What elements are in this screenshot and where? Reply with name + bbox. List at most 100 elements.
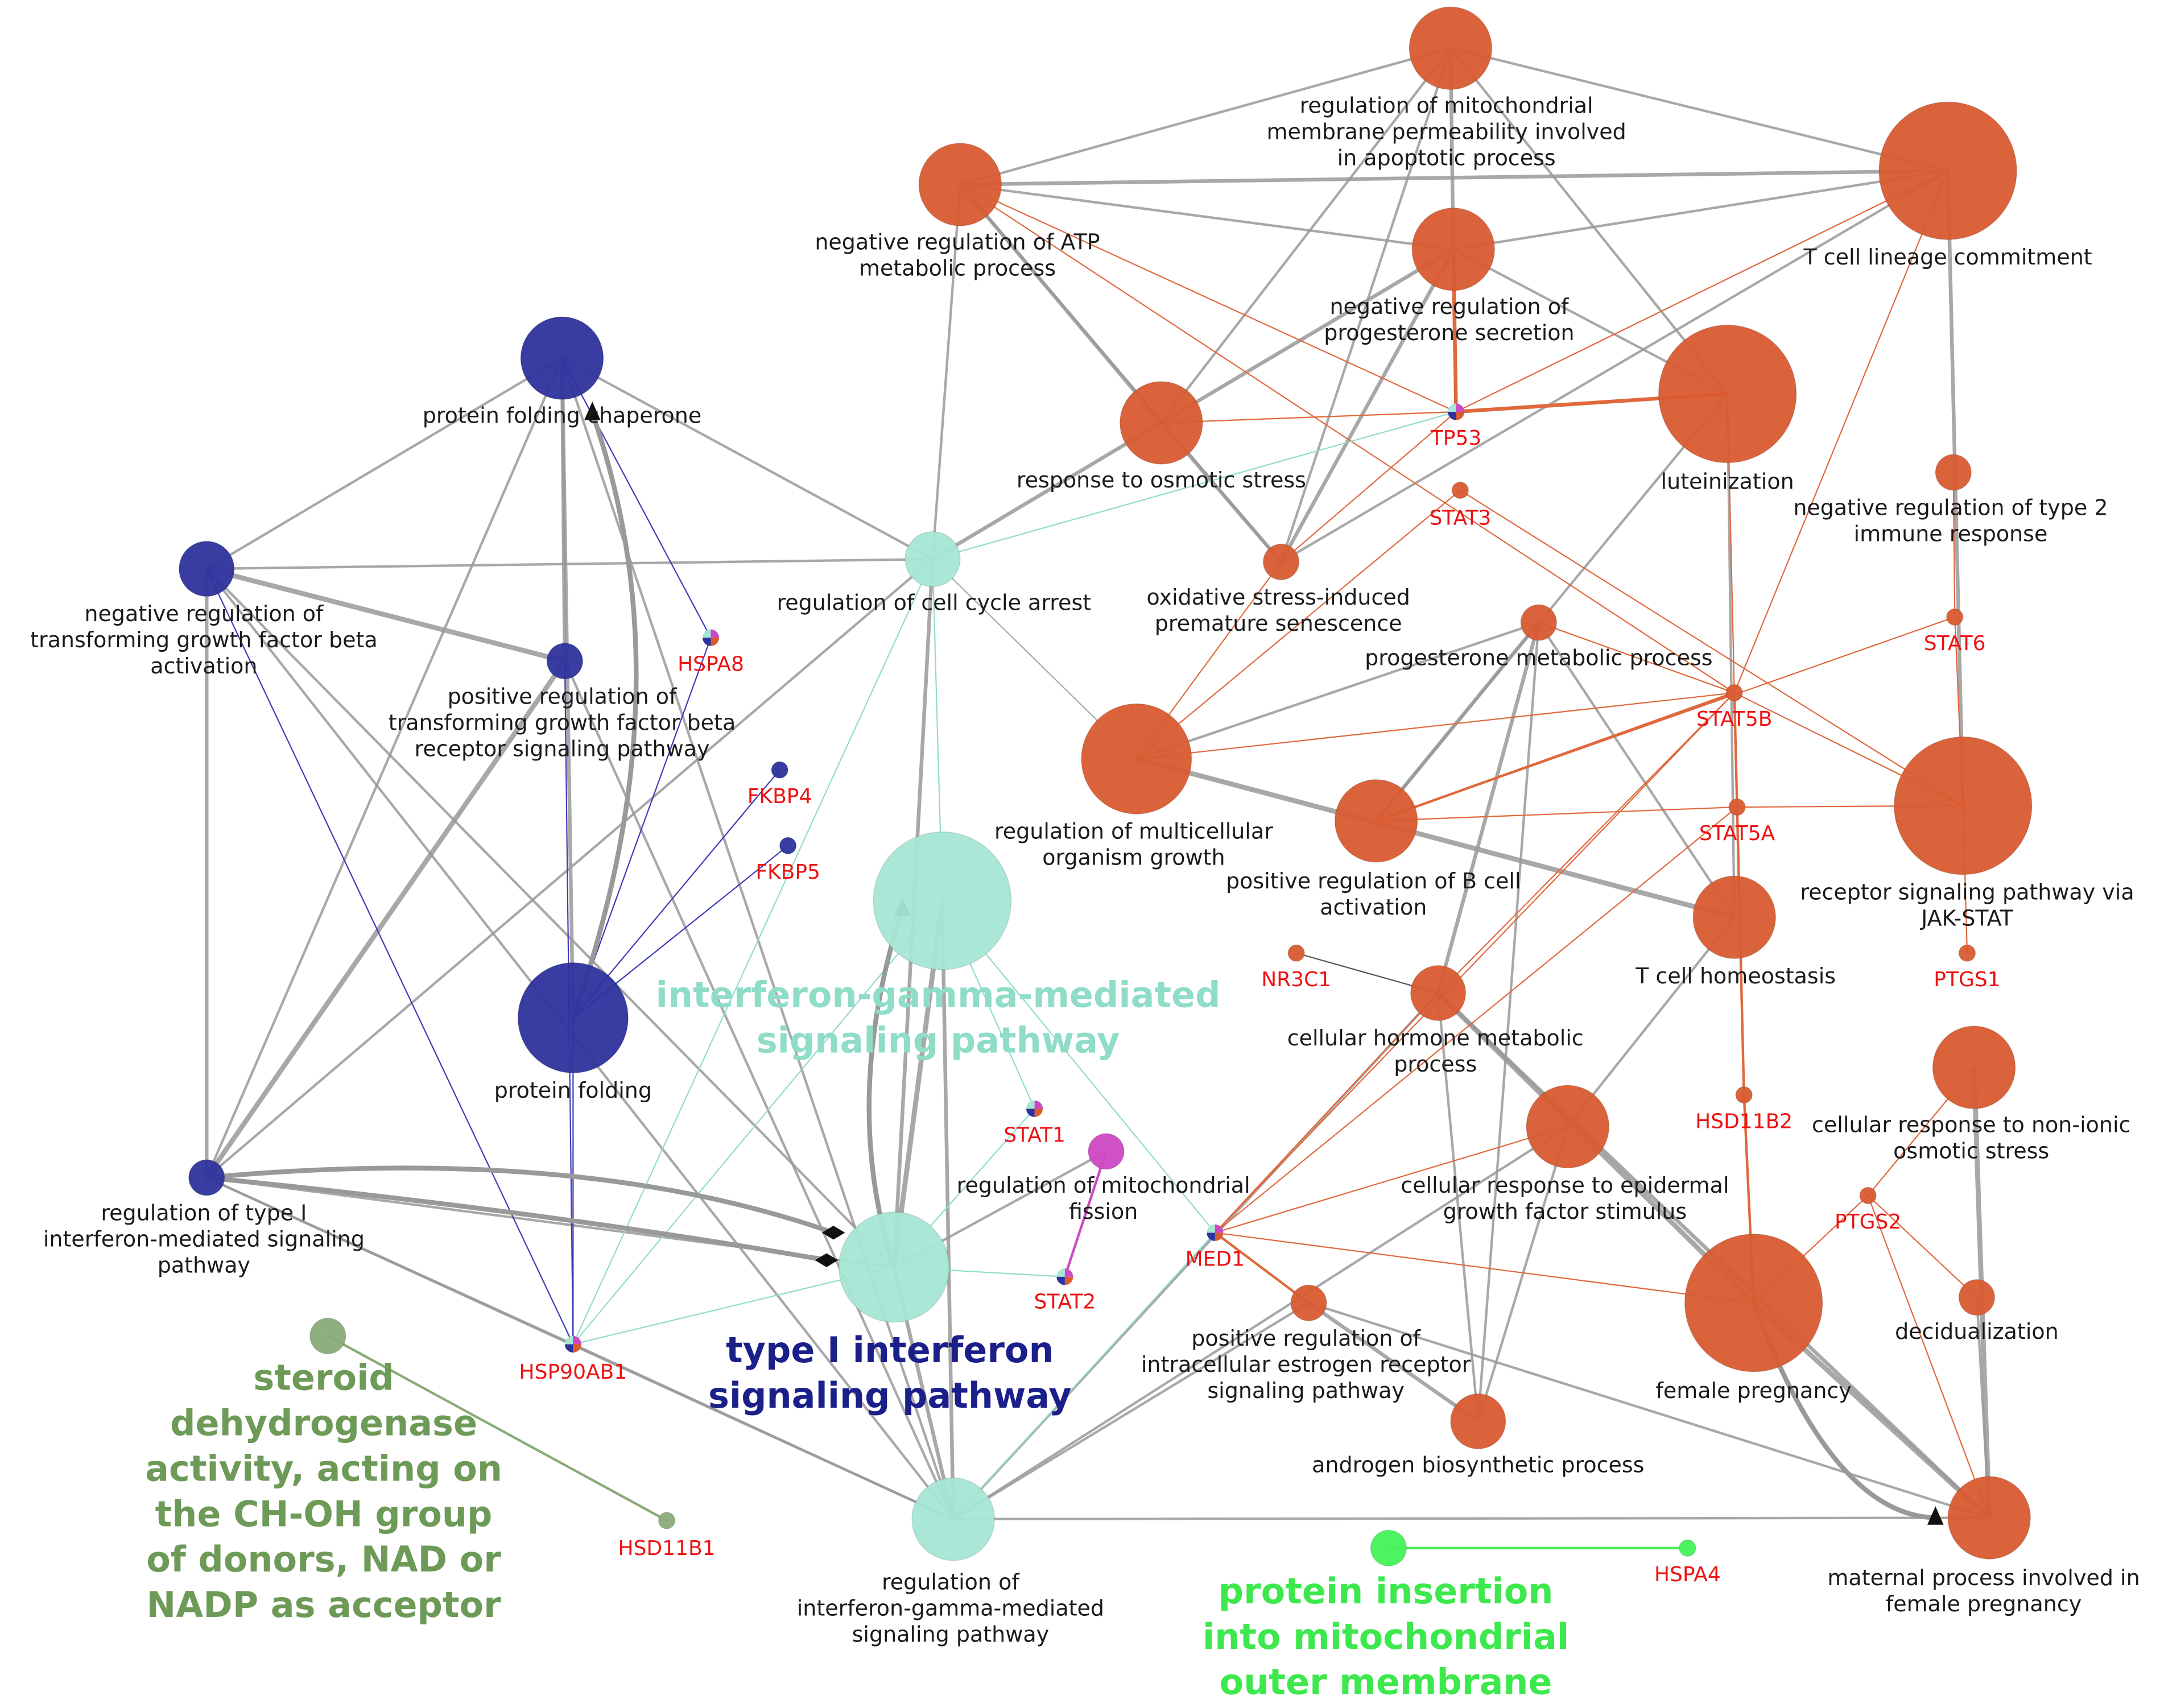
- edge-STAT5A-MED1: [1215, 807, 1738, 1234]
- term-node-type1_node[interactable]: [838, 1211, 950, 1323]
- edge-neg_tgfb-cell_cycle: [206, 557, 933, 570]
- edge-curve-type1-reg: [206, 1165, 835, 1235]
- term-node-cell_hormone[interactable]: [1410, 965, 1467, 1022]
- gene-node-STAT5B[interactable]: [1725, 684, 1744, 702]
- term-node-egf[interactable]: [1526, 1085, 1610, 1169]
- term-node-steroid_node[interactable]: [309, 1317, 346, 1355]
- gene-label-HSD11B2: HSD11B2: [1695, 1110, 1793, 1133]
- gene-label-HSPA8: HSPA8: [678, 652, 744, 676]
- gene-node-HSD11B2[interactable]: [1735, 1086, 1753, 1104]
- edge-multicell-STAT5B: [1136, 692, 1734, 760]
- term-node-jak_stat[interactable]: [1893, 736, 2033, 875]
- term-node-neg_type2[interactable]: [1935, 454, 1972, 491]
- gene-label-STAT3: STAT3: [1429, 507, 1491, 530]
- term-node-pos_estrogen[interactable]: [1290, 1284, 1327, 1322]
- gene-label-STAT2: STAT2: [1034, 1290, 1096, 1313]
- edges: [204, 47, 1992, 1550]
- gene-node-TP53-slice: [1456, 403, 1465, 412]
- edge-prot_fold_chap-HSPA8: [561, 358, 712, 638]
- edge-cell_hormone-androgen: [1436, 992, 1480, 1422]
- gene-node-STAT6[interactable]: [1946, 608, 1964, 626]
- edge-neg_type2-STAT6: [1952, 472, 1956, 617]
- gene-label-HSP90AB1: HSP90AB1: [519, 1360, 627, 1384]
- term-node-insert_node[interactable]: [1370, 1529, 1407, 1567]
- term-label-decidual: decidualization: [1895, 1319, 2059, 1344]
- term-node-androgen[interactable]: [1450, 1393, 1506, 1450]
- gene-node-FKBP5[interactable]: [779, 837, 797, 855]
- term-node-multicell[interactable]: [1081, 703, 1192, 814]
- edge-egf-androgen: [1477, 1126, 1569, 1422]
- edge-reg_ifng-ifng_node: [940, 900, 955, 1520]
- arrowhead: [584, 402, 601, 420]
- gene-node-TP53-slice: [1448, 412, 1456, 420]
- term-node-tcell_homeo[interactable]: [1692, 875, 1777, 960]
- edge-STAT5B-MED1: [1215, 692, 1735, 1234]
- term-node-maternal[interactable]: [1947, 1476, 2031, 1560]
- term-node-prog_metab[interactable]: [1520, 604, 1558, 641]
- gene-node-PTGS1[interactable]: [1958, 944, 1976, 962]
- gene-label-FKBP4: FKBP4: [747, 785, 812, 808]
- term-node-neg_atp[interactable]: [918, 143, 1002, 226]
- edge-reg_ifng-pos_estrogen: [952, 1301, 1310, 1520]
- gene-node-HSD11B1[interactable]: [658, 1512, 676, 1529]
- edge-mito_fission-STAT2: [1063, 1151, 1108, 1277]
- term-node-luteinization[interactable]: [1658, 324, 1797, 464]
- term-node-reg_ifng[interactable]: [911, 1477, 996, 1561]
- term-node-mito_fission[interactable]: [1088, 1133, 1125, 1170]
- gene-label-STAT1: STAT1: [1003, 1123, 1065, 1147]
- edge-pos_tgfb-reg_ifng: [563, 660, 955, 1520]
- gene-node-HSPA4[interactable]: [1679, 1539, 1696, 1557]
- term-node-tcell_lineage[interactable]: [1878, 101, 2017, 241]
- edge-tcell_lineage-ox_stress: [1280, 169, 1949, 563]
- gene-node-HSPA8-slice: [702, 629, 711, 638]
- term-node-female_preg[interactable]: [1684, 1233, 1823, 1372]
- gene-node-STAT3[interactable]: [1451, 481, 1469, 499]
- gene-node-FKBP4[interactable]: [771, 761, 788, 779]
- term-node-pos_tgfb[interactable]: [546, 643, 584, 680]
- gene-label-PTGS1: PTGS1: [1934, 968, 2000, 991]
- term-node-pos_bcell[interactable]: [1334, 779, 1418, 863]
- gene-node-STAT5A[interactable]: [1728, 798, 1746, 816]
- arrowhead: [1927, 1506, 1944, 1525]
- term-node-prot_fold[interactable]: [517, 962, 629, 1074]
- edge-HSP90AB1-reg_ifng: [572, 1343, 954, 1520]
- term-node-reg_type1[interactable]: [188, 1159, 225, 1196]
- term-label-luteinization: luteinization: [1661, 469, 1794, 494]
- term-node-ox_stress[interactable]: [1262, 543, 1300, 581]
- edge-pos_estrogen-maternal: [1308, 1301, 1990, 1519]
- gene-node-MED1-slice: [1215, 1233, 1224, 1241]
- gene-label-STAT6: STAT6: [1924, 632, 1986, 655]
- gene-label-MED1: MED1: [1186, 1247, 1245, 1271]
- term-node-cell_cycle[interactable]: [905, 531, 961, 588]
- gene-node-NR3C1[interactable]: [1287, 944, 1305, 962]
- edge-ifng_node-MED1: [941, 900, 1216, 1233]
- edge-prot_fold_chap-reg_type1: [205, 357, 563, 1178]
- term-node-mito_perm[interactable]: [1409, 6, 1493, 90]
- term-node-decidual[interactable]: [1958, 1279, 1996, 1316]
- gene-node-PTGS2[interactable]: [1859, 1186, 1877, 1205]
- term-node-neg_prog[interactable]: [1411, 207, 1496, 291]
- gene-node-HSPA8-slice: [711, 638, 720, 646]
- term-node-non_ionic[interactable]: [1932, 1025, 2016, 1110]
- term-label-prog_metab: progesterone metabolic process: [1365, 646, 1712, 671]
- gene-node-STAT1-slice: [1034, 1109, 1043, 1117]
- edge-ifng_node-HSP90AB1: [572, 900, 943, 1345]
- term-node-ifng_node[interactable]: [873, 831, 1012, 970]
- term-node-prot_fold_chap[interactable]: [520, 316, 604, 400]
- term-node-osmotic[interactable]: [1119, 381, 1203, 465]
- edge-tcell_lineage-STAT5B: [1733, 170, 1949, 693]
- edge-egf-tcell_homeo: [1567, 916, 1736, 1128]
- edge-luteinization-tcell_homeo: [1726, 394, 1736, 917]
- edge-PTGS2-maternal: [1867, 1195, 1990, 1518]
- term-node-neg_tgfb[interactable]: [179, 540, 235, 597]
- edge-egf-reg_ifng: [952, 1125, 1568, 1520]
- edge-prot_fold_chap-cell_cycle: [561, 357, 934, 561]
